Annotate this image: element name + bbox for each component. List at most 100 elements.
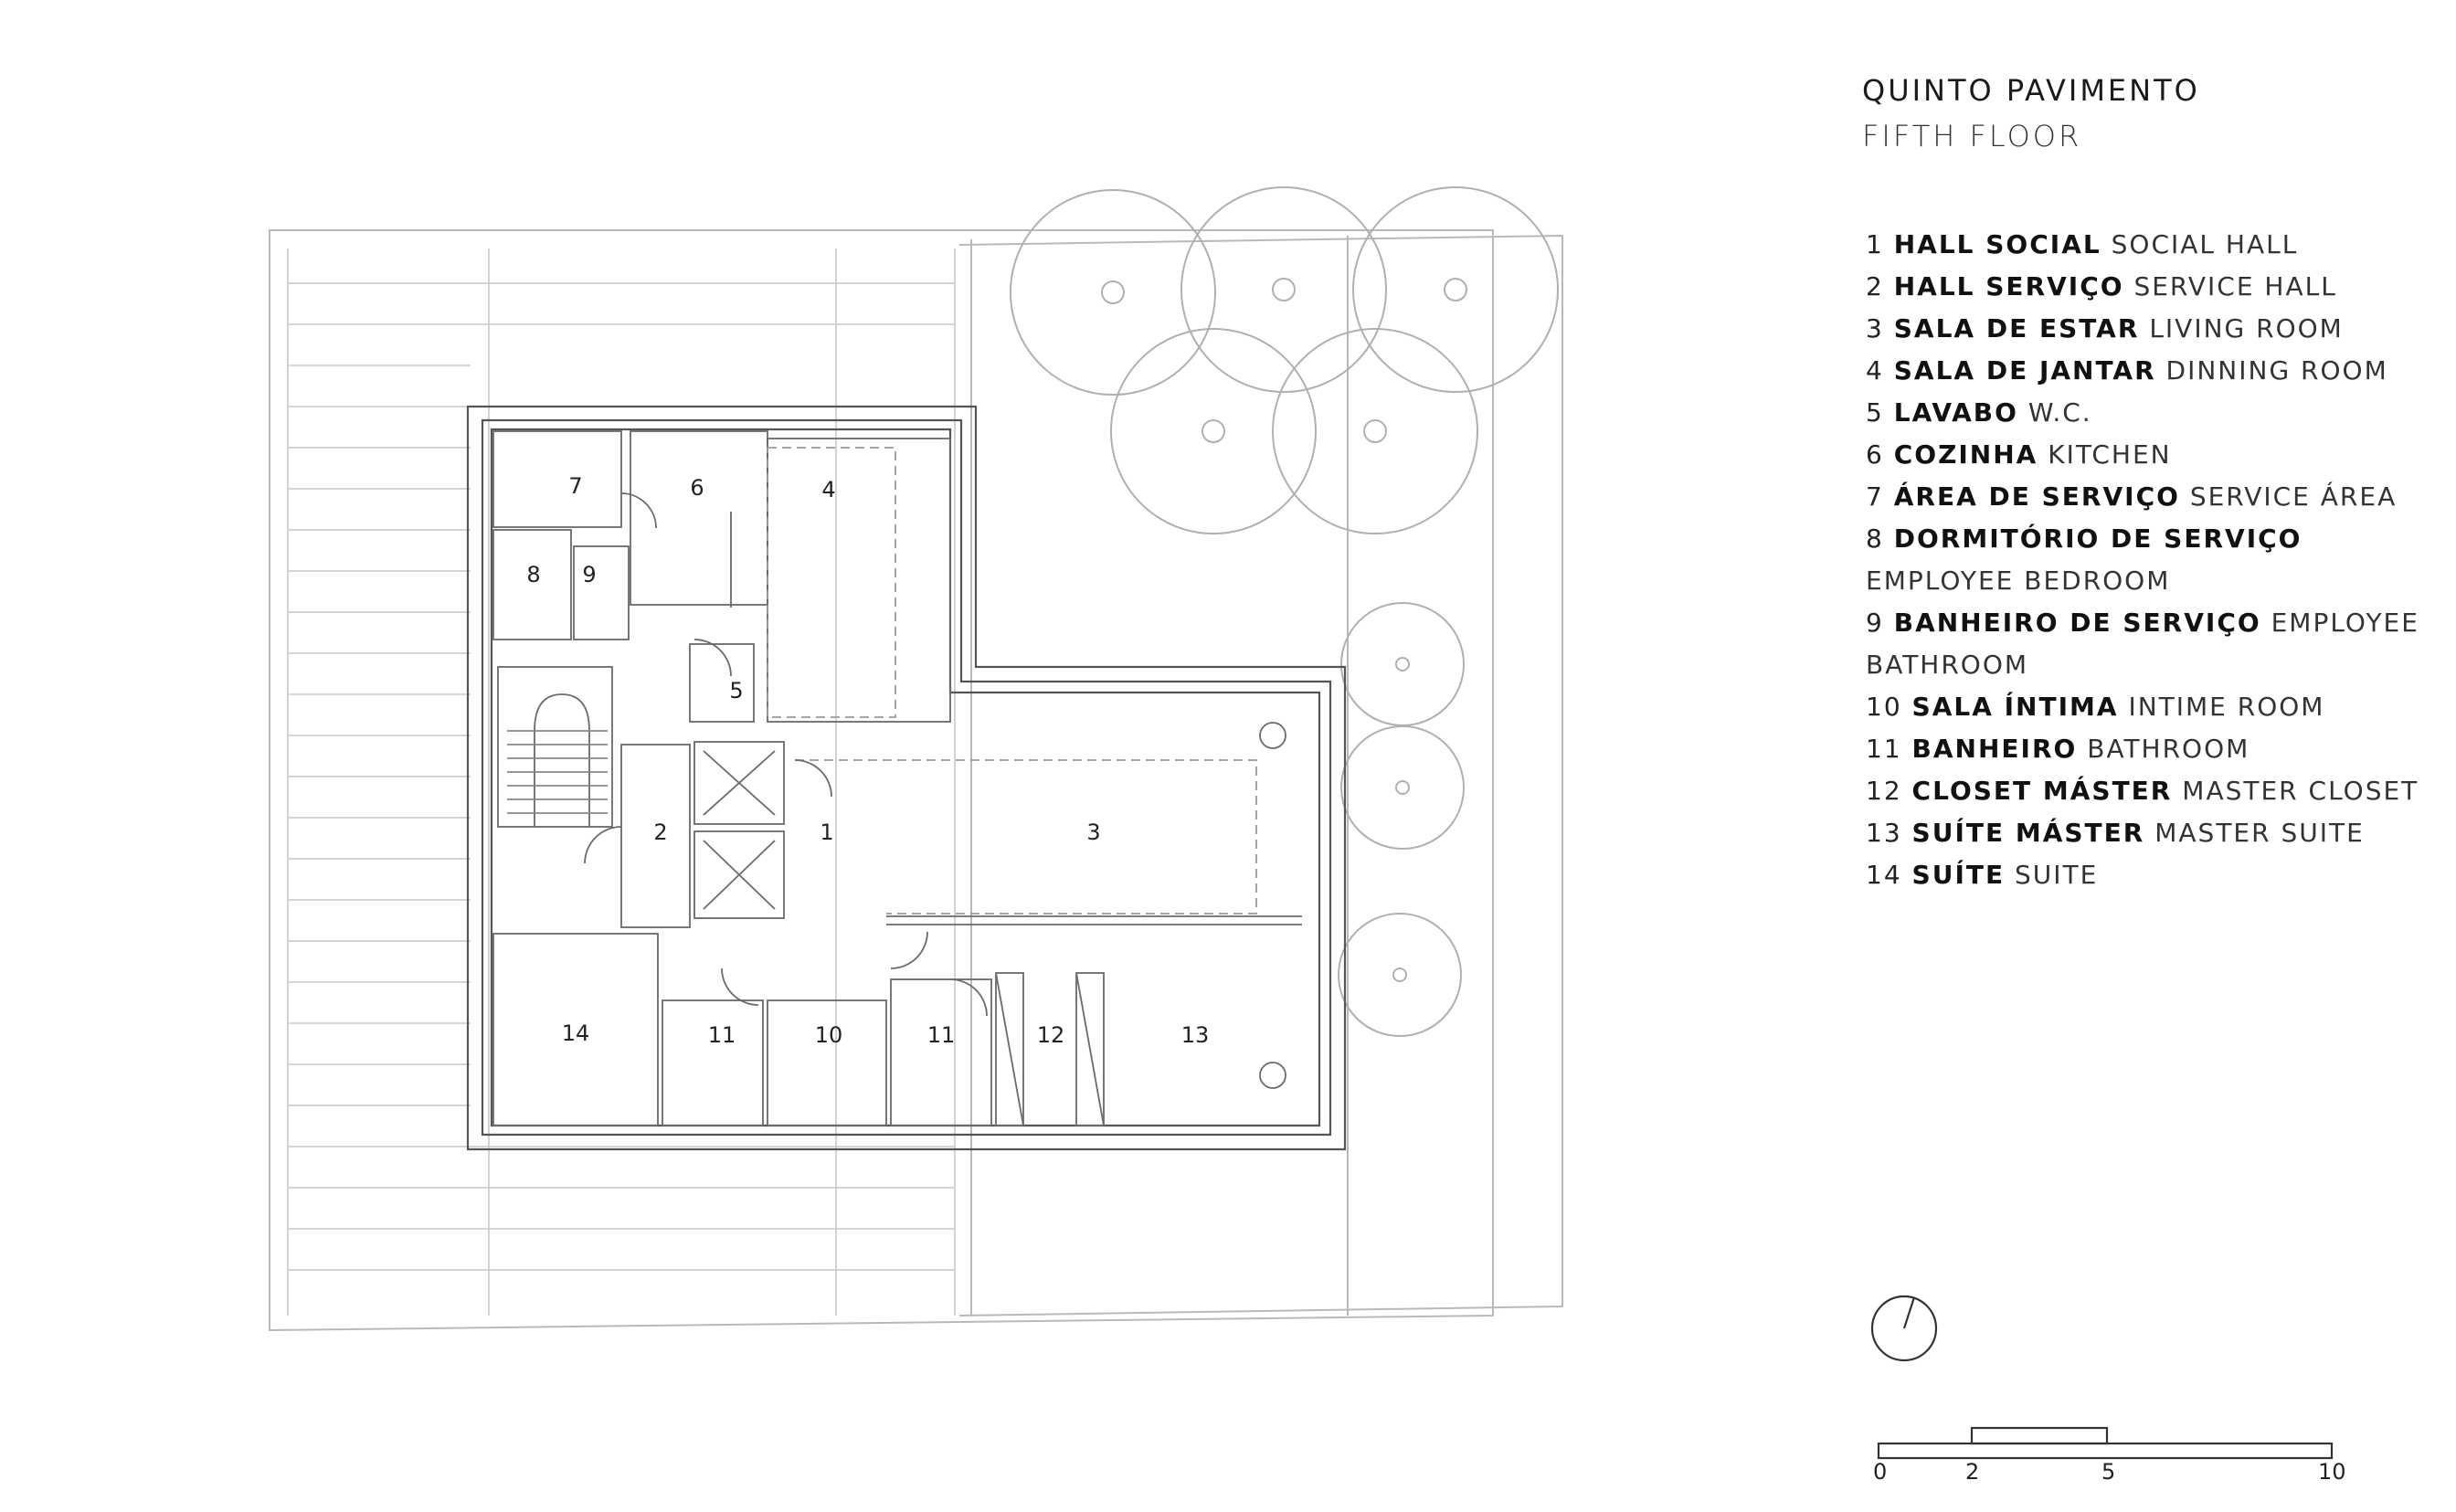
closet-left	[995, 972, 1024, 1126]
stair-treads	[507, 730, 608, 814]
employee-bedroom-room	[492, 529, 572, 640]
employee-bathroom-room	[573, 545, 630, 640]
elevator-1	[693, 741, 785, 825]
kitchen-room	[630, 430, 768, 606]
legend-name-en: EMPLOYEE BATHROOM	[1866, 608, 2419, 680]
legend-name-en: SOCIAL HALL	[2111, 229, 2299, 259]
wc-room	[689, 643, 755, 723]
legend-name-en: W.C.	[2027, 397, 2092, 428]
room-label-8: 8	[526, 562, 540, 587]
room-label-3: 3	[1086, 819, 1100, 845]
door-swing	[949, 978, 988, 1017]
room-label-11b: 11	[927, 1022, 956, 1048]
room-label-9: 9	[582, 562, 596, 587]
legend-name-pt: DORMITÓRIO DE SERVIÇO	[1893, 523, 2302, 554]
legend-item: 2 HALL SERVIÇO SERVICE HALL	[1866, 266, 2432, 308]
legend-name-en: SERVICE HALL	[2133, 271, 2337, 301]
legend-name-en: INTIME ROOM	[2128, 692, 2325, 722]
room-label-10: 10	[815, 1022, 843, 1048]
legend-item: 6 COZINHA KITCHEN	[1866, 434, 2432, 476]
legend-number: 10	[1866, 692, 1902, 722]
door-swing	[584, 826, 622, 864]
closet-right	[1075, 972, 1105, 1126]
legend-item: 14 SUÍTE SUITE	[1866, 854, 2432, 896]
scale-bar	[1877, 1426, 2334, 1460]
legend-name-en: MASTER CLOSET	[2182, 776, 2419, 806]
page-title: QUINTO PAVIMENTO	[1862, 73, 2200, 108]
legend-item: 10 SALA ÍNTIMA INTIME ROOM	[1866, 686, 2432, 728]
legend-name-pt: BANHEIRO DE SERVIÇO	[1893, 608, 2261, 638]
room-label-13: 13	[1181, 1022, 1210, 1048]
legend-number: 14	[1866, 860, 1902, 890]
room-label-11a: 11	[708, 1022, 736, 1048]
building-inner-wall-2	[490, 428, 1321, 1127]
living-room-dashed	[795, 759, 1257, 915]
dining-room	[767, 438, 951, 723]
legend-name-pt: COZINHA	[1893, 439, 2038, 470]
legend-item: 12 CLOSET MÁSTER MASTER CLOSET	[1866, 770, 2432, 812]
bathroom-b	[890, 978, 992, 1126]
scale-tick-0: 0	[1873, 1459, 1888, 1485]
column	[1259, 722, 1286, 749]
site-boundary	[269, 229, 1494, 1332]
legend-number: 6	[1866, 439, 1884, 470]
door-swing	[721, 967, 759, 1006]
legend-number: 9	[1866, 608, 1884, 638]
legend-name-pt: HALL SOCIAL	[1893, 229, 2101, 259]
room-label-12: 12	[1037, 1022, 1065, 1048]
legend-number: 11	[1866, 734, 1902, 764]
legend-item: 13 SUÍTE MÁSTER MASTER SUITE	[1866, 812, 2432, 854]
legend-name-en: SERVICE ÁREA	[2189, 481, 2398, 512]
legend-number: 8	[1866, 523, 1884, 554]
legend-number: 4	[1866, 355, 1884, 386]
service-area-room	[492, 430, 622, 528]
north-arrow-icon	[1870, 1295, 1938, 1362]
door-swing	[693, 639, 732, 677]
legend-name-en: MASTER SUITE	[2154, 818, 2365, 848]
legend-number: 2	[1866, 271, 1884, 301]
room-label-4: 4	[821, 477, 835, 502]
legend-name-pt: SALA ÍNTIMA	[1911, 692, 2119, 722]
room-label-7: 7	[568, 473, 582, 499]
legend-number: 3	[1866, 313, 1884, 344]
legend-name-en: EMPLOYEE BEDROOM	[1866, 566, 2171, 596]
stair	[497, 666, 613, 828]
legend-item: 11 BANHEIRO BATHROOM	[1866, 728, 2432, 770]
legend-item: 3 SALA DE ESTAR LIVING ROOM	[1866, 308, 2432, 350]
intime-room	[767, 999, 887, 1126]
legend-item: 4 SALA DE JANTAR DINNING ROOM	[1866, 350, 2432, 392]
site-offset-line	[958, 234, 1563, 1316]
legend-name-pt: LAVABO	[1893, 397, 2018, 428]
legend-name-pt: HALL SERVIÇO	[1893, 271, 2124, 301]
legend-number: 1	[1866, 229, 1884, 259]
building-inner-wall	[481, 418, 1332, 1137]
room-label-14: 14	[562, 1020, 590, 1046]
dining-dashed	[767, 447, 896, 718]
legend-name-en: SUITE	[2015, 860, 2099, 890]
terrace-slats	[287, 248, 956, 1316]
legend-item: 1 HALL SOCIAL SOCIAL HALL	[1866, 224, 2432, 266]
legend-name-pt: SUÍTE MÁSTER	[1911, 818, 2145, 848]
legend-number: 5	[1866, 397, 1884, 428]
legend-name-en: KITCHEN	[2048, 439, 2172, 470]
legend-item: 5 LAVABO W.C.	[1866, 392, 2432, 434]
legend-name-pt: BANHEIRO	[1911, 734, 2078, 764]
room-label-1: 1	[820, 819, 833, 845]
legend-name-pt: SALA DE JANTAR	[1893, 355, 2156, 386]
legend-name-pt: SALA DE ESTAR	[1893, 313, 2140, 344]
legend-item: 8 DORMITÓRIO DE SERVIÇO EMPLOYEE BEDROOM	[1866, 518, 2432, 602]
column	[1259, 1062, 1286, 1089]
door-swing	[620, 492, 657, 529]
room-label-2: 2	[653, 819, 667, 845]
room-label-6: 6	[690, 475, 704, 501]
suite-room	[492, 933, 659, 1126]
page-subtitle: FIFTH FLOOR	[1862, 119, 2082, 153]
bathroom-a	[662, 999, 764, 1126]
stair-curve	[534, 693, 590, 827]
legend-item: 9 BANHEIRO DE SERVIÇO EMPLOYEE BATHROOM	[1866, 602, 2432, 686]
room-label-5: 5	[729, 678, 743, 703]
legend-name-pt: CLOSET MÁSTER	[1911, 776, 2173, 806]
tree-canopy-icon	[1010, 186, 1559, 1037]
